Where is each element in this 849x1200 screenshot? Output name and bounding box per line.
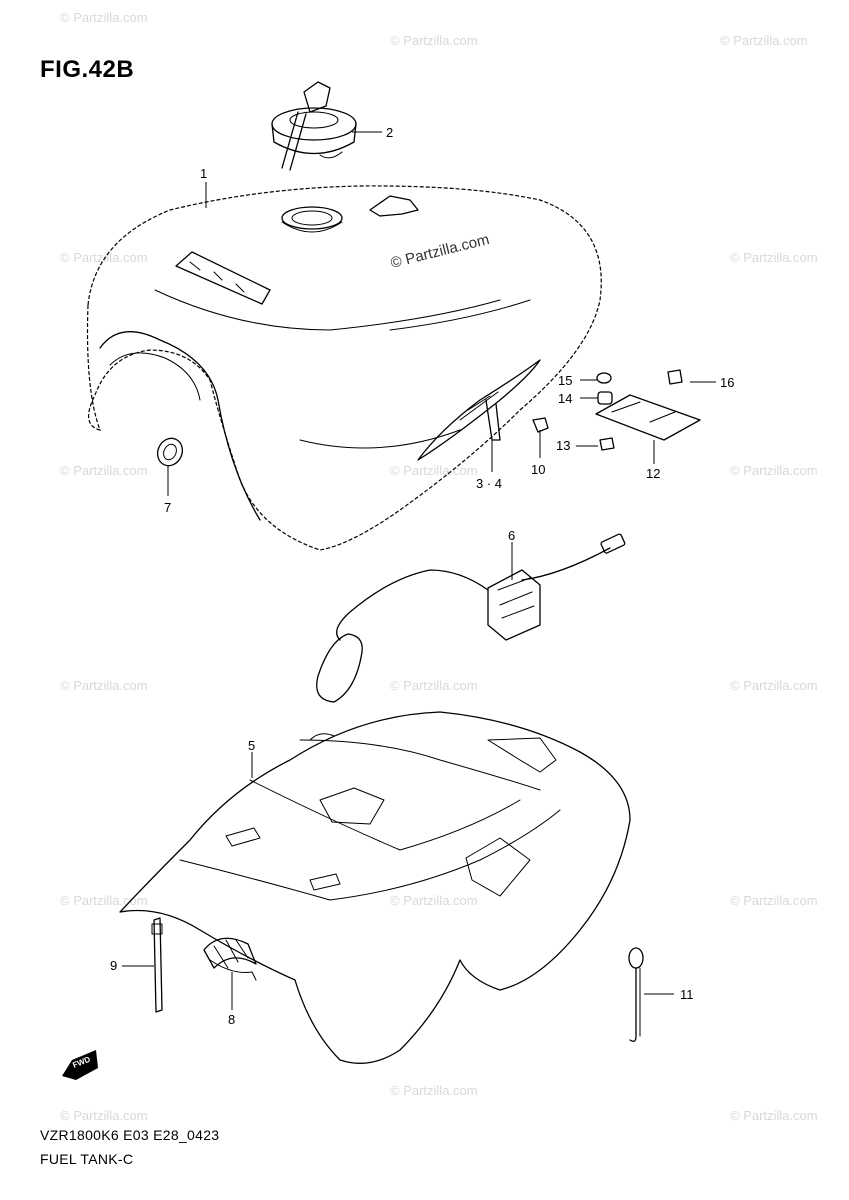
cover-clip	[203, 937, 257, 981]
callout-10: 10	[531, 462, 545, 477]
watermark: © Partzilla.com	[390, 678, 478, 693]
callout-14: 14	[558, 391, 572, 406]
watermark: © Partzilla.com	[60, 1108, 148, 1123]
watermark-main: © Partzilla.com	[389, 231, 491, 272]
callout-13: 13	[556, 438, 570, 453]
callout-9: 9	[110, 958, 117, 973]
callout-15: 15	[558, 373, 572, 388]
watermark: © Partzilla.com	[730, 678, 818, 693]
watermark: © Partzilla.com	[60, 250, 148, 265]
watermark: © Partzilla.com	[730, 463, 818, 478]
watermark: © Partzilla.com	[730, 250, 818, 265]
watermark: © Partzilla.com	[60, 10, 148, 25]
fuel-pump	[316, 533, 626, 703]
watermark: © Partzilla.com	[730, 893, 818, 908]
footer-name: FUEL TANK-C	[40, 1151, 134, 1167]
callout-8: 8	[228, 1012, 235, 1027]
callout-5: 5	[248, 738, 255, 753]
watermark: © Partzilla.com	[390, 33, 478, 48]
tank-cover	[119, 711, 631, 1064]
footer-code: VZR1800K6 E03 E28_0423	[40, 1127, 220, 1143]
watermark: © Partzilla.com	[390, 463, 478, 478]
tie-wrap	[151, 917, 163, 1013]
watermark: © Partzilla.com	[60, 678, 148, 693]
forward-direction-badge: FWD	[62, 1050, 98, 1080]
figure-title: FIG.42B	[40, 56, 135, 83]
watermark: © Partzilla.com	[60, 893, 148, 908]
watermark: © Partzilla.com	[720, 33, 808, 48]
callout-11: 11	[680, 987, 694, 1002]
callout-6: 6	[508, 528, 515, 543]
watermark: © Partzilla.com	[60, 463, 148, 478]
grommet	[156, 437, 184, 467]
watermark: © Partzilla.com	[390, 1083, 478, 1098]
watermark: © Partzilla.com	[390, 893, 478, 908]
callout-16: 16	[720, 375, 734, 390]
callout-labels: 2 1 3 · 4 5 6 7 8 9 10 11 12 13 14 15 16	[110, 125, 734, 1027]
retaining-pin	[628, 947, 644, 1042]
watermark: © Partzilla.com	[730, 1108, 818, 1123]
fuel-tank	[86, 185, 602, 551]
watermark-grid: © Partzilla.com © Partzilla.com © Partzi…	[60, 10, 818, 1123]
callout-7: 7	[164, 500, 171, 515]
bracket-hardware	[532, 369, 701, 451]
leader-lines	[122, 131, 716, 1010]
callout-2: 2	[386, 125, 393, 140]
callout-1: 1	[200, 166, 207, 181]
fuel-cap	[271, 81, 357, 171]
callout-12: 12	[646, 466, 660, 481]
callout-3-4: 3 · 4	[476, 476, 502, 491]
